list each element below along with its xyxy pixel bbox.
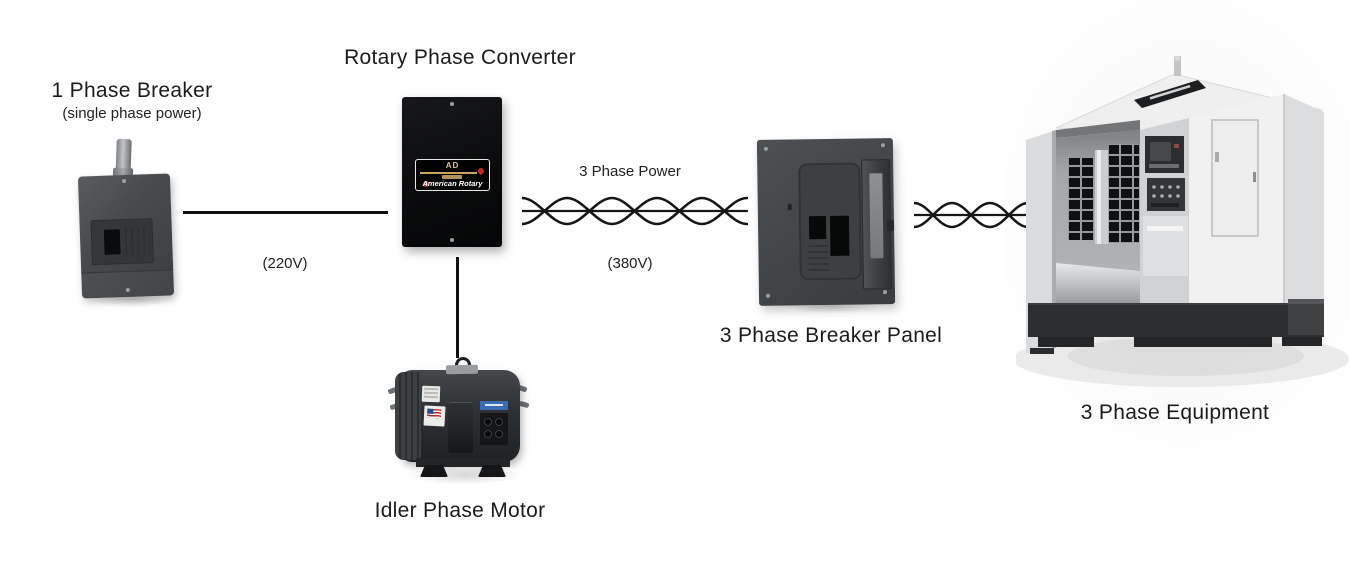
three-phase-panel-image (756, 138, 896, 306)
screw (763, 146, 769, 151)
panel-door-label (869, 173, 884, 259)
breaker1-subtitle: (single phase power) (62, 105, 202, 122)
machine-window-grid (1068, 158, 1094, 240)
motor-end-cap (395, 372, 421, 460)
equipment-title: 3 Phase Equipment (1080, 401, 1270, 424)
idler-motor-image (387, 357, 533, 480)
converter-brand-text: American Rotary (422, 179, 483, 188)
nameplate-gold-line (420, 172, 477, 174)
screw (765, 293, 771, 298)
machine-base (1028, 303, 1324, 337)
line1-voltage: (220V) (262, 255, 308, 272)
breaker1-switch (103, 229, 121, 255)
machine-antenna (1174, 56, 1181, 76)
breaker1-window (90, 218, 154, 266)
screw (882, 290, 888, 295)
cnc-machine-image (1016, 56, 1349, 387)
breaker1-title: 1 Phase Breaker (51, 79, 213, 102)
motor-flag-label (423, 405, 446, 427)
panel-vents (808, 244, 829, 274)
wire1-voltage: (380V) (607, 255, 653, 272)
motor-title: Idler Phase Motor (374, 499, 546, 522)
connection-line-motor (456, 257, 459, 358)
converter-title: Rotary Phase Converter (344, 46, 576, 69)
panel-door-latch (886, 220, 895, 232)
converter-model-text: AD (445, 161, 460, 170)
motor-blue-label (480, 401, 508, 410)
rotary-converter-image: AD American Rotary (402, 97, 502, 247)
twisted-wire-equipment (914, 201, 1030, 229)
screw (450, 238, 454, 242)
panel-open-door (861, 159, 895, 290)
breaker1-vents (124, 226, 150, 258)
nameplate-model-band (442, 175, 462, 179)
motor-terminal-panel (480, 413, 508, 445)
screw (122, 178, 127, 184)
twisted-wire-380v (522, 196, 748, 226)
single-phase-breaker-image (77, 173, 175, 299)
panel-breaker-opening (829, 215, 850, 256)
screw (450, 102, 454, 106)
screw (880, 143, 885, 148)
machine-side-face (1284, 94, 1324, 303)
motor-foot (420, 465, 448, 477)
machine-step-block (1288, 299, 1324, 335)
motor-nameplate (421, 385, 441, 403)
motor-base (416, 458, 510, 467)
connection-line-220v (183, 211, 388, 214)
converter-nameplate: AD American Rotary (415, 159, 490, 191)
panel-door-frame (798, 162, 862, 281)
panel-title: 3 Phase Breaker Panel (719, 324, 943, 347)
motor-top-plate (445, 364, 479, 375)
panel-breaker-opening (808, 216, 827, 240)
us-flag-icon (426, 408, 442, 419)
machine-left-slab (1026, 130, 1056, 353)
motor-foot (478, 465, 506, 477)
wire1-label: 3 Phase Power (579, 163, 681, 180)
machine-door (1211, 119, 1259, 237)
machine-window-grid (1109, 144, 1139, 243)
motor-junction-box (448, 402, 473, 453)
machine-door-handle (1253, 172, 1256, 182)
american-rotary-logo (423, 181, 429, 187)
